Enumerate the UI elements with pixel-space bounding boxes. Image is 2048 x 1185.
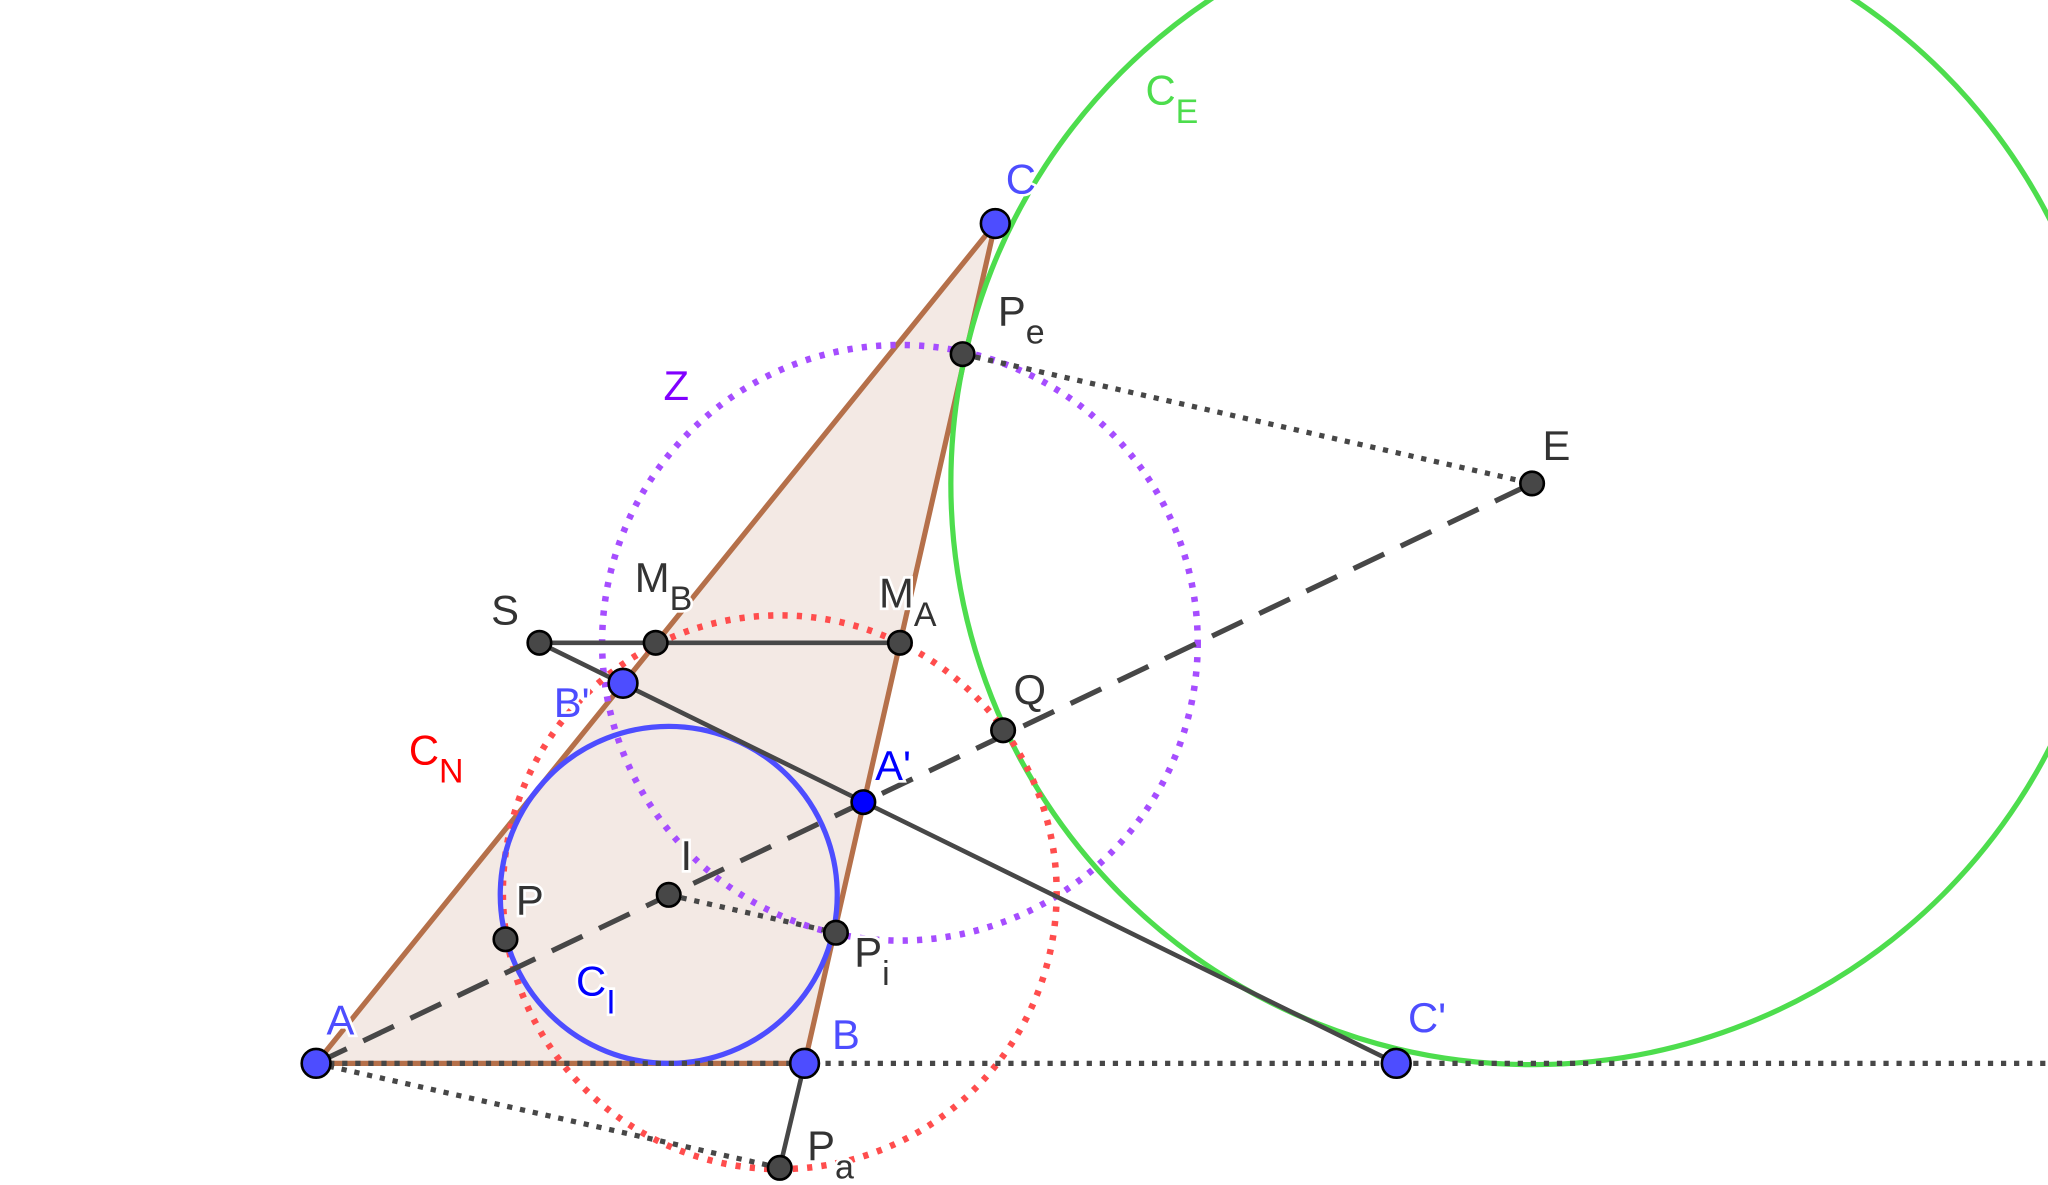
label-c-prime: C' [1408,994,1446,1041]
point-a-prime[interactable] [850,789,877,816]
point-pi[interactable] [822,919,849,946]
point-q[interactable] [990,717,1017,744]
label-circle-cn: CN [409,726,464,790]
point-b-prime[interactable] [607,667,639,699]
point-pa[interactable] [766,1154,793,1181]
point-a[interactable] [300,1047,332,1080]
label-circle-ci: CI [576,957,616,1021]
point-ma[interactable] [886,629,913,656]
label-pe: Pe [998,287,1045,351]
segment-i-pi[interactable] [668,892,837,936]
point-b[interactable] [788,1047,821,1080]
label-b: B [832,1011,860,1058]
label-i: I [680,832,692,879]
label-c: C [1006,155,1036,202]
label-p: P [516,876,544,923]
excircle-ce[interactable] [948,0,2048,1068]
point-s[interactable] [526,629,553,656]
label-a-prime: A' [875,742,911,789]
label-q: Q [1014,666,1047,713]
label-mb: MB [635,554,692,618]
point-pe[interactable] [949,341,976,368]
segment-s-cprime[interactable] [538,640,1398,1066]
segment-pe-e[interactable] [962,351,1533,486]
segment-a-pa[interactable] [315,1060,781,1171]
point-mb[interactable] [642,629,669,656]
line-a-e[interactable] [314,481,1534,1066]
label-e: E [1543,422,1571,469]
label-circle-z: Z [664,362,690,409]
label-s: S [491,587,519,634]
point-e[interactable] [1519,470,1546,497]
label-b-prime: B' [554,679,590,726]
point-p[interactable] [492,926,519,953]
point-i[interactable] [655,881,682,908]
segment-b-pa[interactable] [777,1062,807,1169]
label-a: A [327,997,355,1044]
point-c[interactable] [979,207,1011,240]
label-pa: Pa [807,1122,854,1185]
label-ma: MA [879,570,937,634]
point-c-prime[interactable] [1380,1047,1412,1080]
label-pi: Pi [854,929,889,993]
label-circle-ce: CE [1145,67,1198,131]
